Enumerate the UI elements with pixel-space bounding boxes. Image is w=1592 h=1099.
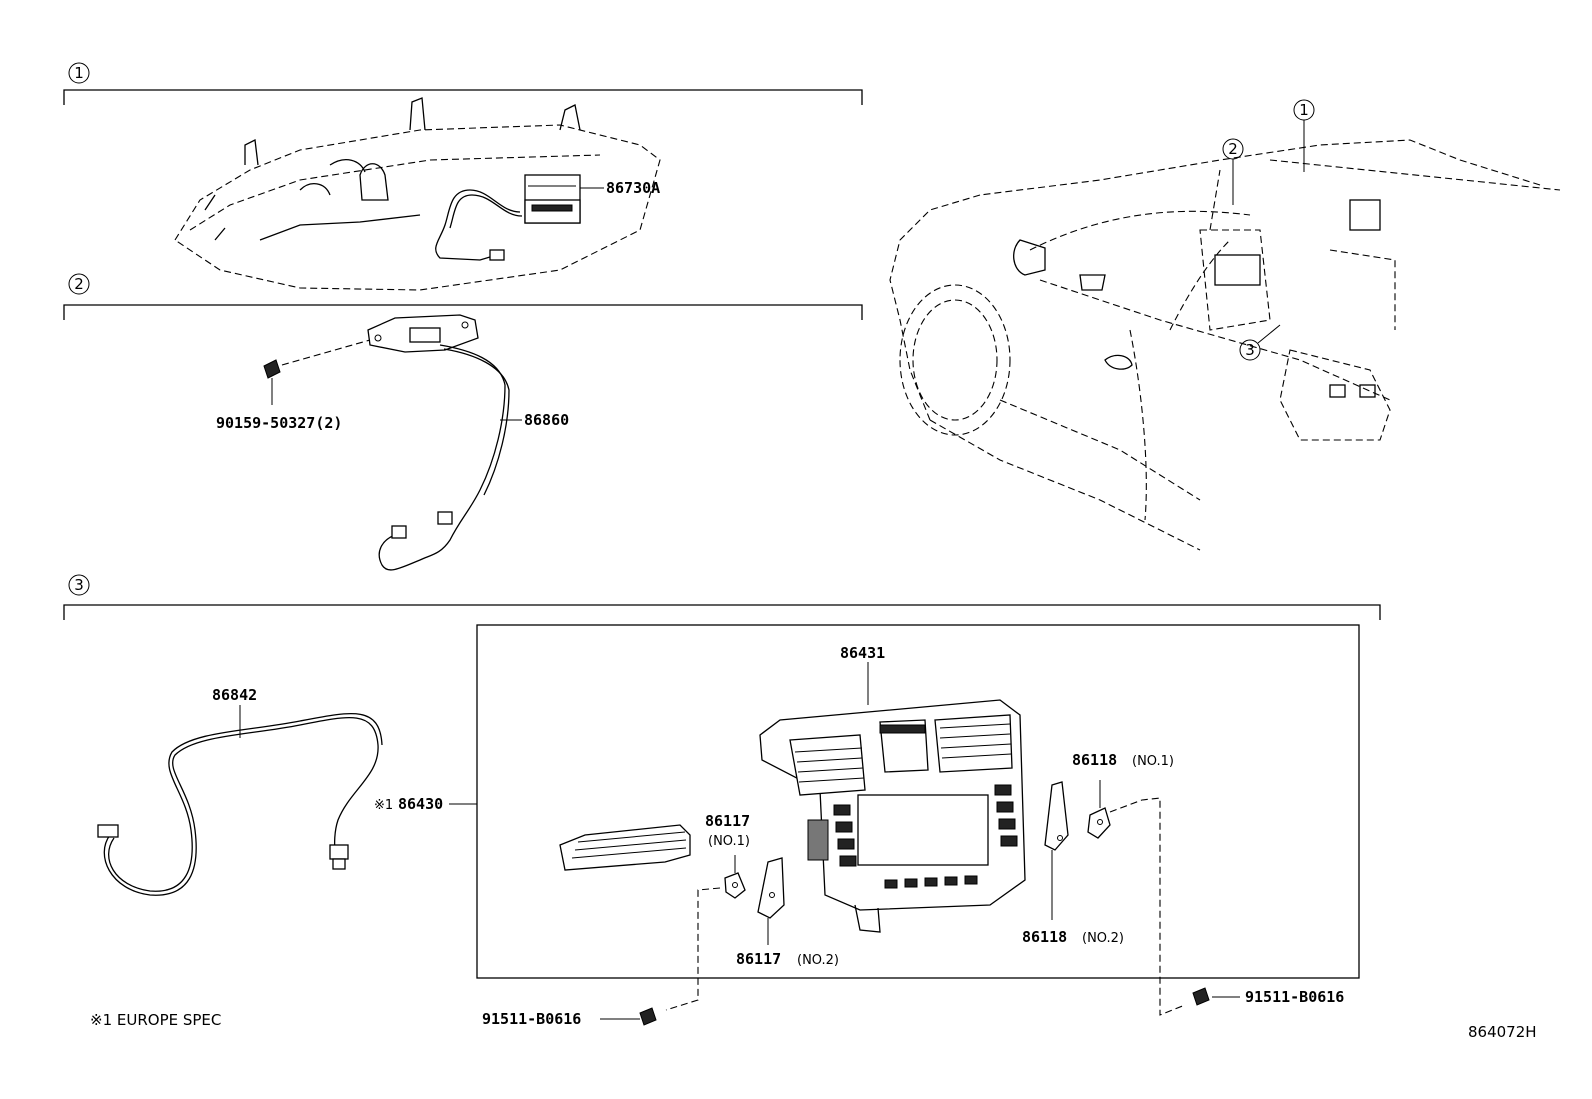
part-86118-no1[interactable] [1087, 780, 1111, 839]
overview-marker-3: 3 [1245, 341, 1255, 359]
label-86118-no2-sub: (NO.2) [1082, 931, 1124, 946]
overview-marker-1: 1 [1299, 101, 1309, 119]
section-1: 1 86730A [63, 62, 863, 291]
label-86842[interactable]: 86842 [212, 686, 257, 704]
label-86118-no2[interactable]: 86118 [1022, 928, 1067, 946]
overview-marker-2: 2 [1228, 140, 1238, 158]
part-91511-B0616-left[interactable] [600, 887, 721, 1026]
label-86430[interactable]: 86430 [398, 795, 443, 813]
section-3: 3 86842 ※1 86430 [63, 574, 1381, 1028]
label-86117-no1-sub: (NO.1) [708, 834, 750, 849]
footnote-europe-spec: ※1 EUROPE SPEC [90, 1011, 221, 1029]
label-86431[interactable]: 86431 [840, 644, 885, 662]
console-tray-illustration [174, 97, 661, 291]
label-90159-50327[interactable]: 90159-50327(2) [216, 414, 342, 432]
label-91511-B0616-left[interactable]: 91511-B0616 [482, 1010, 581, 1028]
part-90159-50327[interactable] [263, 339, 371, 405]
section-2: 2 86860 90159-50327(2) [63, 273, 863, 571]
part-91511-B0616-right[interactable] [1109, 797, 1240, 1016]
label-91511-B0616-right[interactable]: 91511-B0616 [1245, 988, 1344, 1006]
label-86117-no2-sub: (NO.2) [797, 953, 839, 968]
part-86860[interactable] [367, 314, 522, 571]
part-86431-center-panel[interactable] [759, 662, 1026, 933]
part-86118-no2[interactable] [1044, 781, 1069, 920]
label-86730A[interactable]: 86730A [606, 179, 660, 197]
assembly-86430-frame [476, 624, 1360, 979]
section-1-marker: 1 [74, 64, 84, 82]
vehicle-overview-illustration: 1 2 3 [889, 99, 1561, 551]
section-2-marker: 2 [74, 275, 84, 293]
part-86117-no1[interactable] [724, 855, 746, 899]
label-86860[interactable]: 86860 [524, 411, 569, 429]
label-86118-no1[interactable]: 86118 [1072, 751, 1117, 769]
part-left-grille [559, 824, 691, 871]
part-86730A[interactable] [524, 174, 604, 224]
label-86117-no2[interactable]: 86117 [736, 950, 781, 968]
label-86430-note: ※1 [374, 798, 393, 813]
section-3-marker: 3 [74, 576, 84, 594]
part-86117-no2[interactable] [757, 857, 785, 945]
label-86117-no1[interactable]: 86117 [705, 812, 750, 830]
label-86118-no1-sub: (NO.1) [1132, 754, 1174, 769]
part-86842[interactable] [97, 705, 383, 896]
diagram-code: 864072H [1468, 1023, 1537, 1041]
